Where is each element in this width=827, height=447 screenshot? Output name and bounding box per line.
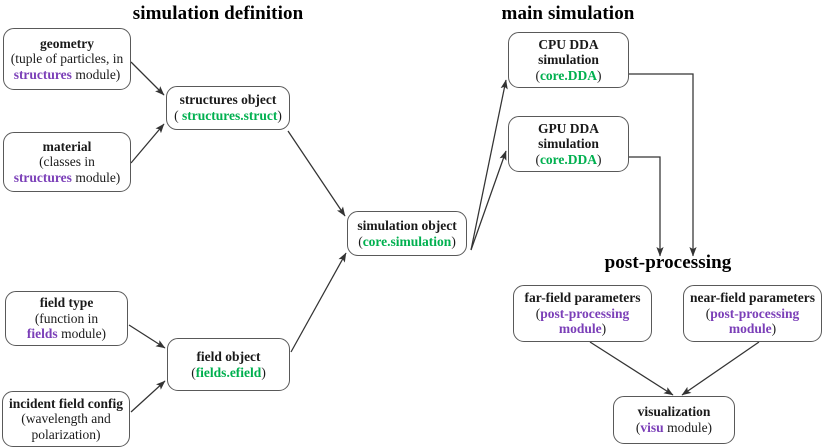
node-material-module-suffix: module) — [71, 169, 121, 185]
node-near-field-paren-open: ( — [705, 305, 711, 321]
node-near-field-module: post-processing — [710, 305, 800, 321]
node-cpu-dda-simulation[interactable]: CPU DDA simulation (core.DDA) — [508, 32, 629, 88]
node-far-field-parameters[interactable]: far-field parameters (post-processing mo… — [513, 285, 652, 342]
node-far-field-module: post-processing — [540, 305, 630, 321]
node-field-object-paren-close: ) — [261, 364, 266, 380]
node-gpu-dda-line2: simulation — [538, 136, 599, 152]
edge-structures-to-simulation — [287, 130, 346, 217]
node-visualization-module: visu — [640, 420, 664, 435]
node-gpu-dda-paren-close: ) — [597, 151, 602, 167]
node-visualization-line1: visualization — [637, 404, 711, 420]
node-geometry-module-suffix: module) — [71, 66, 121, 82]
node-field-object-line2: (fields.efield) — [191, 365, 266, 381]
node-structures-object-line2: ( structures.struct) — [174, 108, 282, 124]
node-field-type-line2: (function in — [34, 310, 99, 326]
node-material-line1: material — [42, 138, 92, 154]
edge-fieldtype-to-fieldobject — [128, 324, 166, 349]
node-near-field-line3: module) — [729, 321, 776, 337]
node-gpu-dda-line3: (core.DDA) — [535, 152, 601, 168]
node-far-field-line2: (post-processing — [536, 306, 630, 322]
node-geometry-line2: (tuple of particles, in — [10, 51, 124, 67]
node-structures-object-line1: structures object — [179, 92, 277, 108]
node-far-field-paren-open: ( — [535, 305, 541, 321]
section-title-post-processing: post-processing — [604, 252, 732, 273]
node-far-field-module-word: module — [558, 321, 602, 337]
node-material-line2: (classes in — [39, 154, 95, 170]
node-visualization-line2: (visu module) — [636, 420, 712, 436]
node-structures-object[interactable]: structures object ( structures.struct) — [166, 86, 290, 130]
node-cpu-dda-code: core.DDA — [539, 67, 598, 83]
node-simulation-object[interactable]: simulation object (core.simulation) — [347, 211, 467, 256]
node-structures-object-code: structures.struct — [182, 108, 278, 123]
node-field-object-paren-open: ( — [191, 364, 196, 380]
node-cpu-dda-line2: simulation — [538, 52, 599, 68]
node-near-field-line1: near-field parameters — [689, 290, 816, 306]
node-incident-field-config-line2: (wavelength and — [21, 411, 111, 427]
node-cpu-dda-paren-open: ( — [535, 67, 540, 83]
node-incident-field-config-line3: polarization) — [31, 426, 101, 442]
node-field-object-code: fields.efield — [195, 364, 262, 380]
node-simulation-object-line1: simulation object — [357, 217, 457, 233]
node-simulation-object-line2: (core.simulation) — [358, 234, 456, 250]
node-near-field-module-word: module — [728, 321, 772, 337]
node-field-object[interactable]: field object (fields.efield) — [167, 338, 290, 391]
node-material-line3: structures module) — [14, 170, 121, 186]
node-field-type-module-suffix: module) — [57, 326, 107, 342]
node-far-field-paren-close: ) — [601, 321, 607, 337]
node-geometry-line3: structures module) — [14, 67, 121, 83]
node-geometry[interactable]: geometry (tuple of particles, in structu… — [3, 28, 131, 90]
edge-incident-to-fieldobject — [130, 380, 166, 413]
edge-material-to-structures — [130, 123, 165, 164]
edge-gpu-dda-to-postprocessing — [629, 156, 664, 257]
edge-nearfield-to-visualization — [681, 341, 760, 396]
node-incident-field-config[interactable]: incident field config (wavelength and po… — [2, 391, 130, 447]
node-field-object-line1: field object — [196, 348, 261, 364]
node-far-field-line1: far-field parameters — [524, 290, 641, 306]
node-near-field-parameters[interactable]: near-field parameters (post-processing m… — [683, 285, 822, 342]
node-visualization[interactable]: visualization (visu module) — [613, 396, 735, 444]
node-simulation-object-code: core.simulation — [362, 233, 452, 249]
node-visualization-module-suffix: module) — [663, 420, 713, 435]
section-title-main-simulation: main simulation — [501, 3, 635, 24]
node-cpu-dda-line1: CPU DDA — [538, 36, 599, 52]
node-geometry-module: structures — [13, 66, 72, 82]
node-material[interactable]: material (classes in structures module) — [3, 132, 131, 192]
node-geometry-line1: geometry — [40, 35, 94, 51]
node-cpu-dda-paren-close: ) — [597, 67, 602, 83]
node-structures-object-paren-close: ) — [277, 108, 282, 123]
edge-fieldobject-to-simulation — [290, 252, 347, 353]
node-simulation-object-paren-open: ( — [358, 233, 363, 249]
node-gpu-dda-paren-open: ( — [535, 151, 540, 167]
edge-cpu-dda-to-postprocessing — [629, 73, 697, 257]
node-simulation-object-paren-close: ) — [451, 233, 456, 249]
node-incident-field-config-line1: incident field config — [9, 395, 123, 411]
node-far-field-line3: module) — [559, 321, 606, 337]
node-gpu-dda-code: core.DDA — [539, 151, 598, 167]
edge-simulation-to-cpu-dda — [470, 79, 508, 251]
node-near-field-line2: (post-processing — [706, 306, 800, 322]
section-title-simulation-definition: simulation definition — [132, 3, 304, 24]
node-structures-object-paren-open: ( — [174, 108, 182, 123]
edge-simulation-to-gpu-dda — [470, 150, 507, 251]
node-field-type-module: fields — [26, 326, 58, 342]
node-cpu-dda-line3: (core.DDA) — [535, 68, 601, 84]
node-near-field-paren-close: ) — [771, 321, 777, 337]
node-gpu-dda-line1: GPU DDA — [537, 120, 600, 136]
node-gpu-dda-simulation[interactable]: GPU DDA simulation (core.DDA) — [508, 116, 629, 172]
node-field-type-line1: field type — [39, 295, 94, 311]
node-visualization-paren-open: ( — [635, 420, 641, 435]
edge-farfield-to-visualization — [589, 341, 674, 396]
edge-geometry-to-structures — [130, 61, 165, 96]
node-material-module: structures — [13, 169, 72, 185]
node-field-type[interactable]: field type (function in fields module) — [5, 291, 128, 346]
node-field-type-line3: fields module) — [27, 326, 106, 342]
